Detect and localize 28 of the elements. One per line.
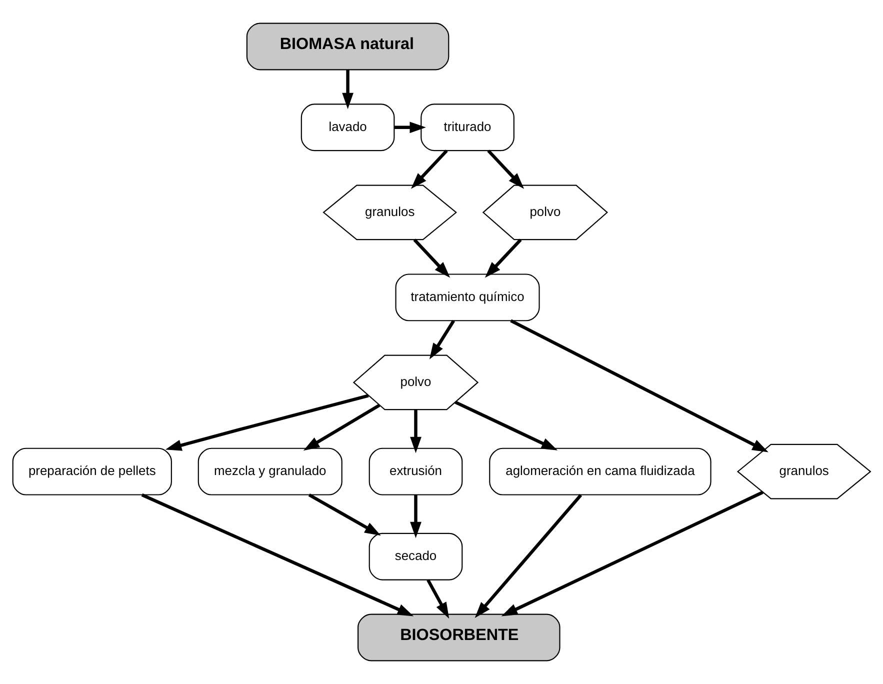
arrow [410,494,422,538]
arrow [426,579,450,619]
arrow [413,238,450,278]
node-box: lavado [300,104,395,152]
arrow [394,122,426,134]
arrow [429,320,456,360]
node-box: BIOSORBENTE [358,614,560,662]
node-box: tratamiento químico [395,274,540,322]
arrow [501,490,764,616]
arrow [165,394,369,451]
node-box: BIOMASA natural [246,22,450,70]
node-box: triturado [420,104,514,152]
arrow [487,150,524,189]
node-box: secado [368,532,463,580]
node-box: preparación de pellets [12,448,172,496]
arrow [308,493,381,536]
arrow [141,493,414,616]
arrow [303,404,380,451]
arrow [510,319,768,452]
arrow [410,410,422,454]
arrow [410,150,448,189]
arrow [484,238,522,278]
node-box: mezcla y granulado [198,448,342,496]
node-box: extrusión [368,448,463,496]
arrow [454,400,558,450]
arrow [342,70,354,110]
node-box: aglomeración en cama fluidizada [489,448,712,496]
arrow [474,494,582,618]
